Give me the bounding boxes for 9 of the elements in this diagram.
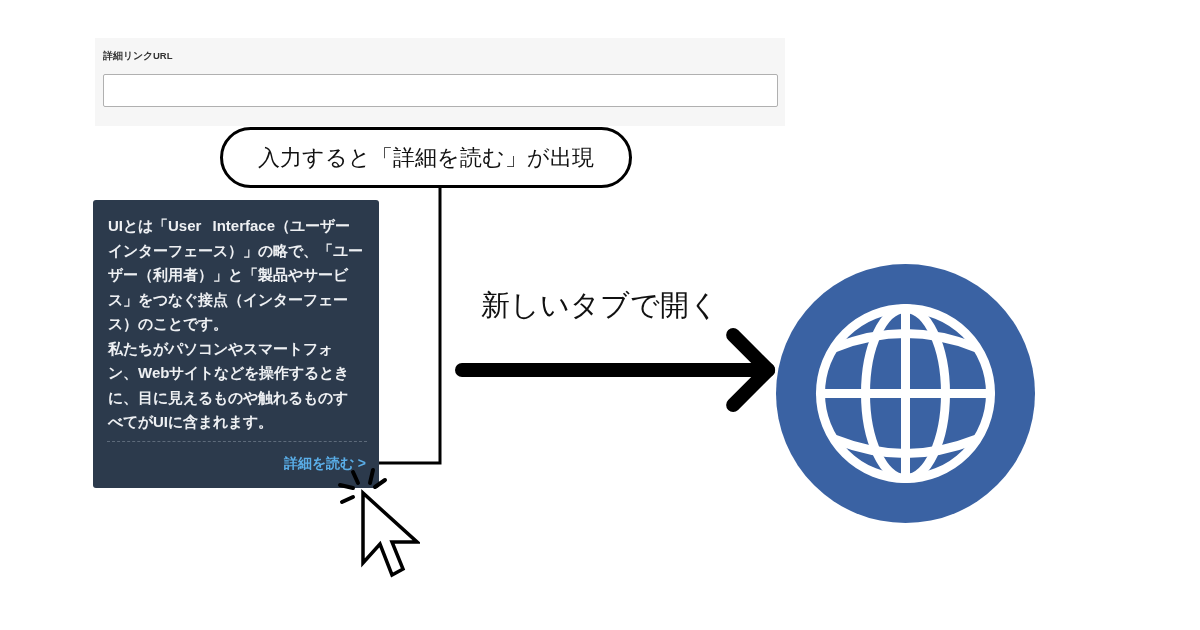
paragraph: 私たちがパソコンやスマートフォン、Webサイトなどを操作するときに、目に見えるものや触れるものすべてがUIに含まれます。 — [108, 338, 351, 432]
arrow — [455, 328, 776, 412]
globe-icon — [776, 264, 1035, 523]
connector-line — [379, 188, 442, 465]
callout-bubble: 入力すると「詳細を読む」が出現 — [220, 127, 632, 188]
field-label: 詳細リンクURL — [103, 50, 173, 63]
read-more-link: 詳細を読む > — [283, 452, 379, 474]
paragraph: UIとは「User Interface（ユーザーインターフェース）」の略で、「ユーザー（利用者）」と「製品やサービス」をつなぐ接点（インターフェース）のことです。 — [108, 216, 364, 334]
info-card — [93, 200, 379, 488]
